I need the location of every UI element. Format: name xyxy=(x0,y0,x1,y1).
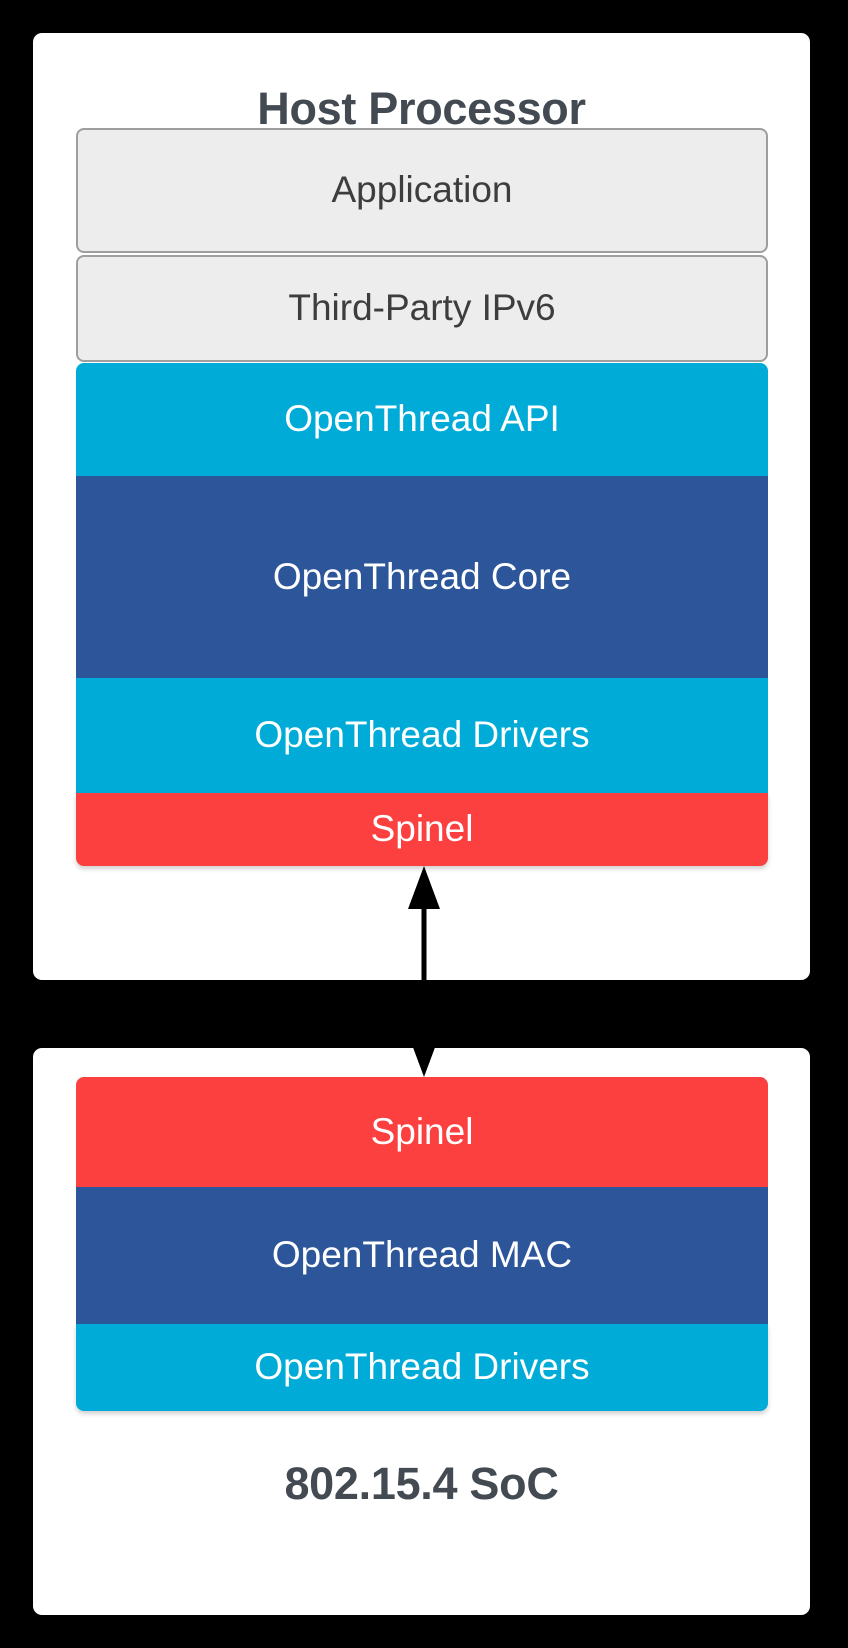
layer-openthread-mac-label: OpenThread MAC xyxy=(271,1234,573,1276)
layer-openthread-api-label: OpenThread API xyxy=(284,398,560,440)
layer-third-party-ipv6-label: Third-Party IPv6 xyxy=(288,287,556,329)
layer-openthread-drivers-soc: OpenThread Drivers xyxy=(76,1324,768,1411)
layer-openthread-core-label: OpenThread Core xyxy=(272,555,572,597)
layer-application: Application xyxy=(76,128,768,253)
layer-openthread-drivers-soc-label: OpenThread Drivers xyxy=(254,1346,590,1388)
layer-spinel-soc-label: Spinel xyxy=(370,1110,474,1152)
layer-application-label: Application xyxy=(331,169,513,211)
layer-openthread-core: OpenThread Core xyxy=(76,476,768,678)
panel-host-processor: Host Processor Application Third-Party I… xyxy=(33,33,810,980)
panel-title-host-processor: Host Processor xyxy=(257,83,586,134)
layer-spinel-host-label: Spinel xyxy=(370,808,474,850)
panel-802-15-4-soc: Spinel OpenThread MAC OpenThread Drivers… xyxy=(33,1048,810,1615)
layer-spinel-soc: Spinel xyxy=(76,1077,768,1187)
layer-openthread-api: OpenThread API xyxy=(76,363,768,476)
layer-openthread-drivers-host-label: OpenThread Drivers xyxy=(254,714,590,756)
layer-openthread-mac: OpenThread MAC xyxy=(76,1187,768,1324)
panel-title-802-15-4-soc: 802.15.4 SoC xyxy=(284,1458,559,1509)
layer-third-party-ipv6: Third-Party IPv6 xyxy=(76,255,768,362)
layer-openthread-drivers-host: OpenThread Drivers xyxy=(76,678,768,793)
layer-spinel-host: Spinel xyxy=(76,793,768,866)
